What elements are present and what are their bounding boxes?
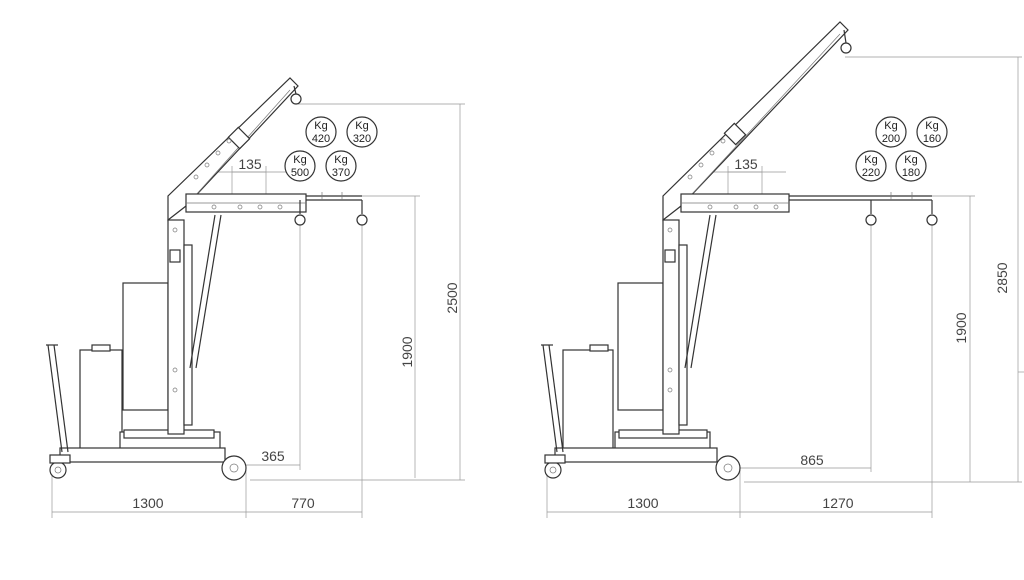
dim-step: 135 [734, 156, 758, 172]
load-unit: Kg [884, 120, 897, 132]
mast-right [662, 214, 717, 435]
load-value: 220 [862, 167, 880, 179]
load-unit: Kg [904, 154, 917, 166]
dimension-lines-right [546, 56, 1024, 518]
dim-base-length: 1300 [132, 495, 163, 511]
dim-step: 135 [238, 156, 262, 172]
load-badge: Kg 370 [325, 150, 357, 182]
dim-reach: 770 [291, 495, 315, 511]
load-unit: Kg [925, 120, 938, 132]
load-badge: Kg 420 [305, 116, 337, 148]
load-badge: Kg 320 [346, 116, 378, 148]
dim-hook-offset: 865 [800, 452, 824, 468]
load-unit: Kg [355, 120, 368, 132]
mast-left [167, 214, 222, 435]
wheels-left [49, 454, 247, 481]
load-unit: Kg [334, 154, 347, 166]
load-value: 500 [291, 167, 309, 179]
dim-beam-height: 1900 [399, 336, 415, 367]
load-unit: Kg [864, 154, 877, 166]
load-badge: Kg 220 [855, 150, 887, 182]
boom-left [167, 77, 368, 226]
crane-right: 1300 1270 865 135 1900 2850 [541, 21, 1024, 518]
load-value: 160 [923, 133, 941, 145]
load-ratings-left: Kg 500 Kg 420 Kg 370 Kg 320 [284, 116, 378, 182]
dim-beam-height: 1900 [953, 312, 969, 343]
crane-base [541, 282, 718, 463]
load-badge: Kg 180 [895, 150, 927, 182]
load-value: 370 [332, 167, 350, 179]
wheels-right [544, 454, 741, 481]
load-value: 320 [353, 133, 371, 145]
load-value: 420 [312, 133, 330, 145]
dim-hook-offset: 365 [261, 448, 285, 464]
load-badge: Kg 500 [284, 150, 316, 182]
dim-reach: 1270 [822, 495, 853, 511]
crane-left: 1300 770 365 135 1900 2500 [46, 77, 465, 518]
load-ratings-right: Kg 220 Kg 200 Kg 180 Kg 160 [855, 116, 948, 182]
load-unit: Kg [293, 154, 306, 166]
dim-max-height: 2500 [444, 282, 460, 313]
dim-base-length: 1300 [627, 495, 658, 511]
load-badge: Kg 160 [916, 116, 948, 148]
load-unit: Kg [314, 120, 327, 132]
crane-base [46, 282, 226, 463]
dim-max-height: 2850 [994, 262, 1010, 293]
load-value: 200 [882, 133, 900, 145]
load-badge: Kg 200 [875, 116, 907, 148]
boom-right [662, 21, 938, 226]
load-value: 180 [902, 167, 920, 179]
